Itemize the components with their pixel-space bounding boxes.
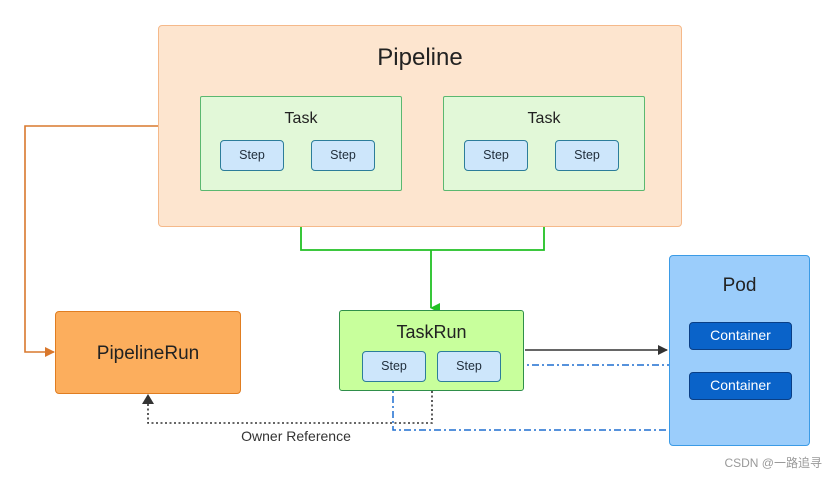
- pod-box: Pod Container Container: [669, 255, 810, 446]
- owner-reference-arrowhead: [142, 394, 154, 404]
- task-title: Task: [527, 110, 561, 127]
- step-box: Step: [555, 140, 619, 171]
- taskrun-title: TaskRun: [396, 322, 467, 342]
- taskrun-box: TaskRun Step Step: [339, 310, 524, 391]
- task-title: Task: [284, 110, 318, 127]
- task-box: Task Step Step: [443, 96, 645, 191]
- owner-reference-edge: [147, 391, 433, 424]
- container-box: Container: [689, 322, 792, 350]
- step-box: Step: [311, 140, 375, 171]
- step-box: Step: [220, 140, 284, 171]
- pipelinerun-title: PipelineRun: [96, 343, 200, 364]
- step-box: Step: [464, 140, 528, 171]
- pipeline-to-pipelinerun-edge: [24, 125, 158, 357]
- pod-title: Pod: [722, 275, 757, 296]
- pipelinerun-box: PipelineRun: [55, 311, 241, 394]
- container-box: Container: [689, 372, 792, 400]
- pipeline-title: Pipeline: [377, 44, 463, 71]
- watermark: CSDN @一路追寻: [724, 456, 822, 470]
- owner-reference-label: Owner Reference: [241, 428, 351, 444]
- task-box: Task Step Step: [200, 96, 402, 191]
- taskrun-step-box: Step: [437, 351, 501, 382]
- taskrun-step-box: Step: [362, 351, 426, 382]
